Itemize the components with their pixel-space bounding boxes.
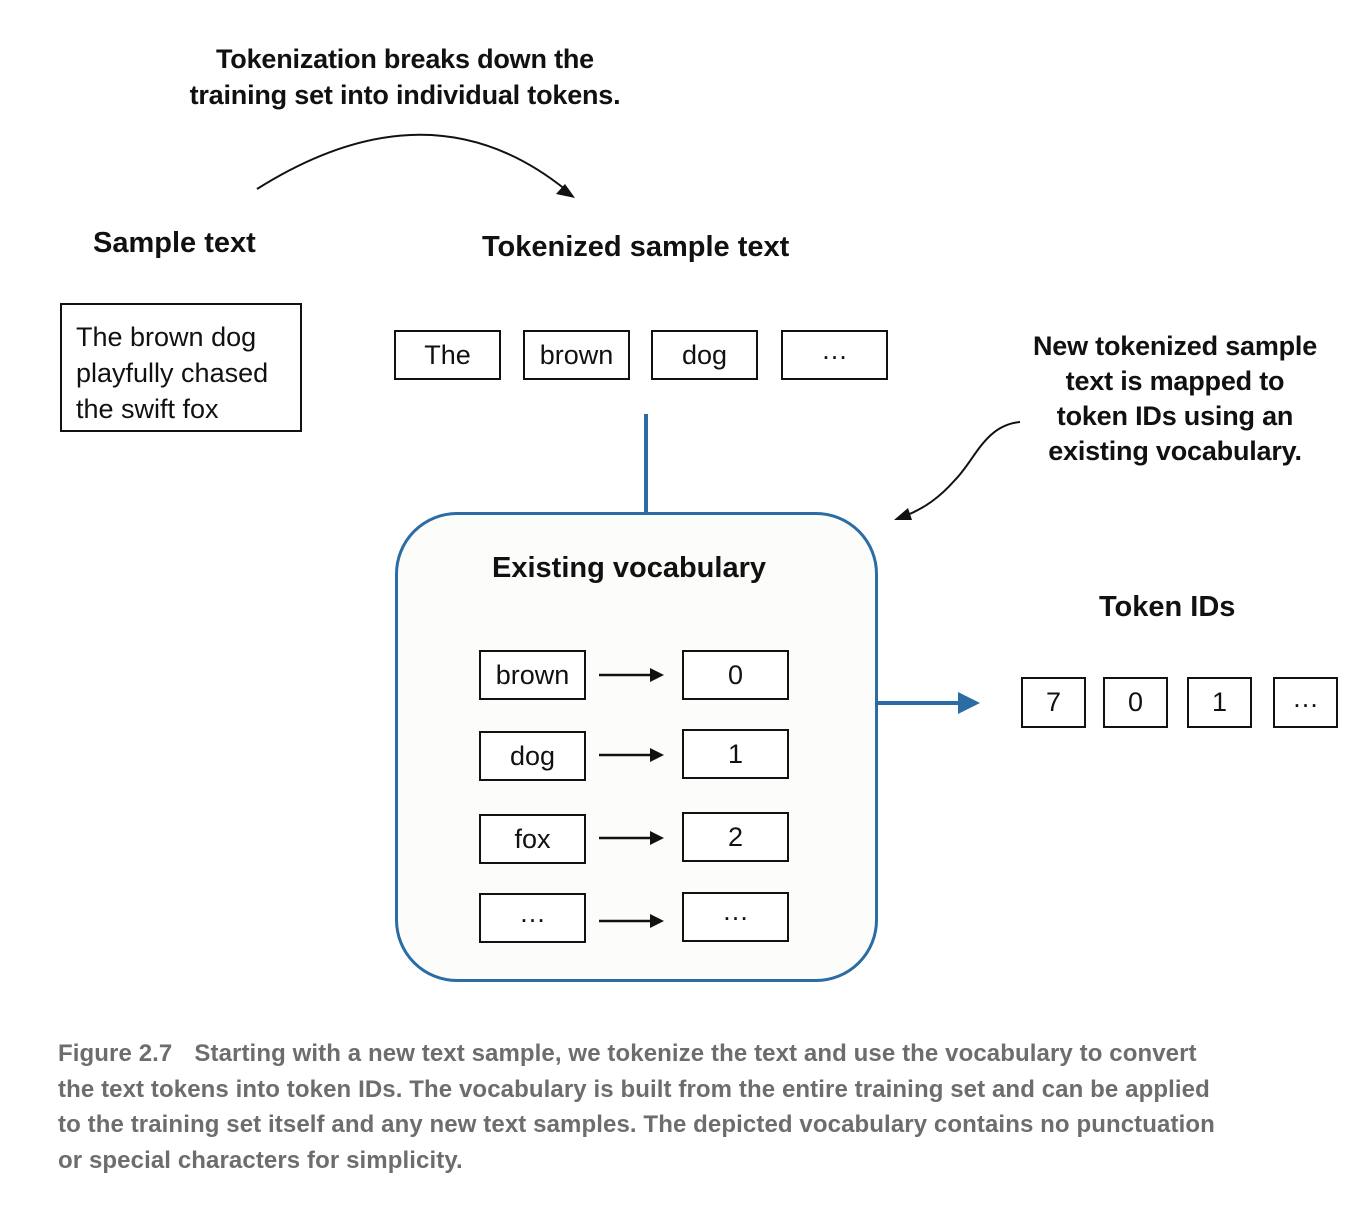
vocab-mapping-arrowhead xyxy=(650,748,664,762)
token-box: The xyxy=(394,330,501,380)
token-id-box: 0 xyxy=(1103,677,1168,728)
sample-text-line2: playfully chased xyxy=(76,358,269,388)
vocab-token-box: dog xyxy=(479,731,586,781)
vocab-mapping-arrowhead xyxy=(650,831,664,845)
tokenization-annotation: Tokenization breaks down the training se… xyxy=(150,41,660,113)
figure-caption: Figure 2.7 Starting with a new text sampl… xyxy=(58,1036,1348,1178)
token-id-box: … xyxy=(1273,677,1338,728)
mapping-curved-arrow xyxy=(904,421,1021,517)
token-ids-title: Token IDs xyxy=(1099,591,1236,623)
vocab-id-box: 0 xyxy=(682,650,789,700)
token-box: … xyxy=(781,330,888,380)
sample-text-line1: The brown dog xyxy=(76,322,257,352)
token-box: brown xyxy=(523,330,630,380)
tokenization-annotation-line1: Tokenization breaks down the xyxy=(216,44,594,74)
tokenization-curved-arrow xyxy=(256,133,567,191)
vocab-to-ids-arrowhead xyxy=(958,692,980,714)
caption-line2: the text tokens into token IDs. The voca… xyxy=(58,1075,1210,1103)
caption-line3: to the training set itself and any new t… xyxy=(58,1111,1215,1138)
vocabulary-panel xyxy=(395,512,878,982)
vocab-id-box: 1 xyxy=(682,729,789,779)
token-box: dog xyxy=(651,330,758,380)
sample-text-title: Sample text xyxy=(93,227,256,259)
mapping-annotation-line3: token IDs using an xyxy=(1056,401,1294,431)
figure-label: Figure 2.7 xyxy=(58,1040,173,1067)
token-id-box: 1 xyxy=(1187,677,1252,728)
sample-text-box: The brown dog playfully chased the swift… xyxy=(60,303,302,432)
tokenized-text-title: Tokenized sample text xyxy=(482,231,790,263)
caption-line1-text: Starting with a new text sample, we toke… xyxy=(194,1040,1197,1067)
vocab-token-box: fox xyxy=(479,814,586,864)
mapping-annotation-line1: New tokenized sample xyxy=(1032,331,1318,361)
vocab-id-box: … xyxy=(682,892,789,942)
mapping-annotation-line2: text is mapped to xyxy=(1065,366,1285,396)
tokenization-annotation-line2: training set into individual tokens. xyxy=(189,80,621,110)
vocab-id-box: 2 xyxy=(682,812,789,862)
vocab-token-box: brown xyxy=(479,650,586,700)
token-id-box: 7 xyxy=(1021,677,1086,728)
caption-line1: Figure 2.7 Starting with a new text sampl… xyxy=(58,1036,1348,1072)
caption-line4: or special characters for simplicity. xyxy=(58,1146,463,1174)
mapping-annotation-line4: existing vocabulary. xyxy=(1048,436,1302,466)
tokenization-arrowhead xyxy=(556,184,575,198)
vocab-token-box: … xyxy=(479,893,586,943)
vocabulary-title: Existing vocabulary xyxy=(492,552,766,584)
vocab-mapping-arrowhead xyxy=(650,914,664,928)
vocab-mapping-arrowhead xyxy=(650,668,664,682)
sample-text-line3: the swift fox xyxy=(76,394,219,424)
mapping-arrowhead xyxy=(894,508,912,520)
mapping-annotation: New tokenized sample text is mapped to t… xyxy=(1010,329,1340,469)
